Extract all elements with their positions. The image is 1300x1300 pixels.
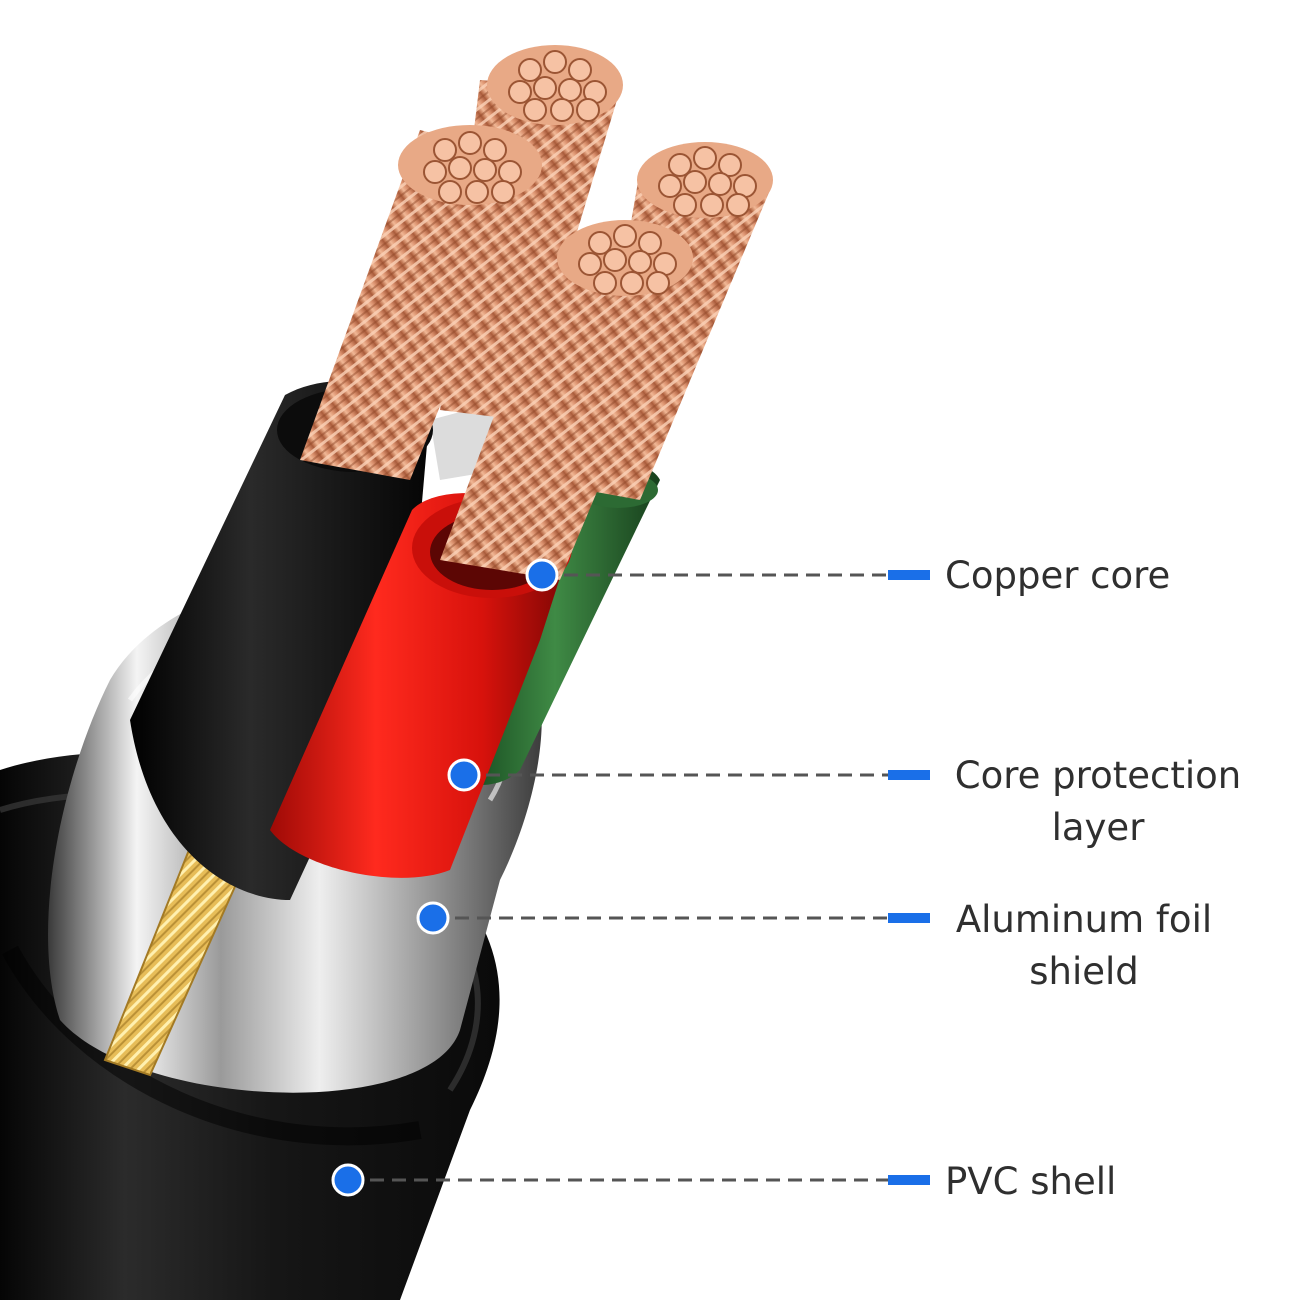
pvc-shell-label-line-1: PVC shell xyxy=(945,1160,1117,1203)
pvc-shell-label: PVC shell xyxy=(945,1156,1116,1208)
conductor-red xyxy=(270,220,693,878)
callout-pvc-shell xyxy=(331,1163,930,1197)
callout-marker xyxy=(888,770,930,780)
aluminum-foil-shield-label-line-2: shield xyxy=(1029,950,1139,993)
core-protection-layer-label: Core protection layer xyxy=(942,750,1254,854)
conductor-black xyxy=(130,125,542,901)
callout-marker xyxy=(888,913,930,923)
callout-dot xyxy=(447,758,481,792)
aluminum-foil-shield-label: Aluminum foil shield xyxy=(944,894,1224,998)
copper-core-label: Copper core xyxy=(945,550,1170,602)
callout-core-protection-layer xyxy=(447,758,930,792)
aluminum-foil-shield-label-line-1: Aluminum foil xyxy=(955,898,1213,941)
callout-marker xyxy=(888,570,930,580)
callout-dot xyxy=(525,558,559,592)
callout-marker xyxy=(888,1175,930,1185)
core-protection-layer-label-line-2: layer xyxy=(1051,806,1145,849)
callout-dot xyxy=(416,901,450,935)
copper-core-label-line-1: Copper core xyxy=(945,554,1171,597)
core-protection-layer-label-line-1: Core protection xyxy=(954,754,1242,797)
callout-dot xyxy=(331,1163,365,1197)
callout-aluminum-foil-shield xyxy=(416,901,930,935)
callout-copper-core xyxy=(525,558,930,592)
